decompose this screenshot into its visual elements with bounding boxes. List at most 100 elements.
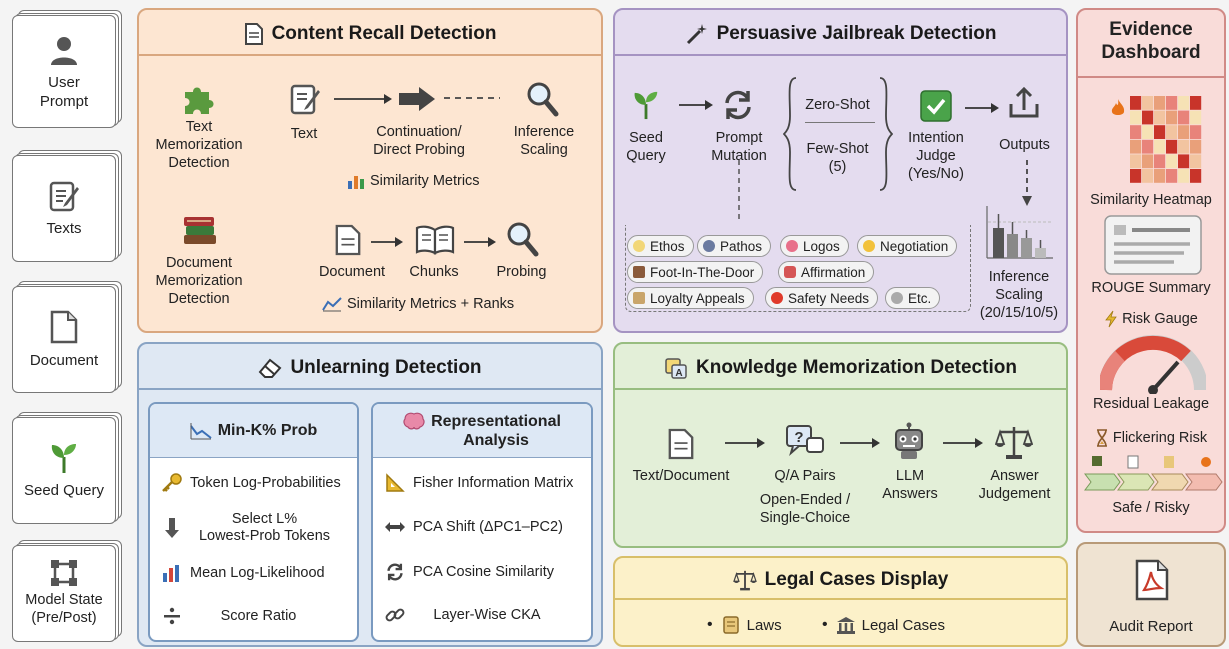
qa-format-label: Open-Ended / Single-Choice — [759, 492, 851, 526]
heatmap-cell — [1190, 169, 1202, 183]
mink-row-select-lowest: Select L% Lowest-Prob Tokens — [150, 507, 357, 549]
dashed-line — [444, 97, 500, 99]
magnifier-icon — [527, 82, 559, 117]
input-model-state: Model State (Pre/Post) — [12, 540, 122, 642]
puzzle-icon — [185, 87, 214, 114]
chip-safety-needs: Safety Needs — [765, 287, 879, 309]
open-book-icon — [415, 225, 455, 255]
document-memorization-label: Document Memorization Detection — [155, 255, 243, 307]
heatmap-cell — [1166, 125, 1178, 139]
network-nodes-icon — [51, 560, 77, 586]
heatmap-cell — [1130, 139, 1142, 154]
books-icon — [184, 217, 216, 244]
similarity-ranks-label: Similarity Metrics + Ranks — [322, 296, 514, 312]
zero-shot-label: Zero-Shot — [805, 97, 870, 113]
dashboard-title: Evidence Dashboard — [1101, 19, 1201, 63]
document-label: Document — [29, 352, 99, 369]
input-document: Document — [12, 281, 122, 393]
arrow-icon — [679, 100, 713, 110]
model-state-label: Model State (Pre/Post) — [25, 592, 103, 626]
flame-icon — [1111, 99, 1125, 115]
safe-risky-label: Safe / Risky — [1112, 500, 1190, 516]
notepad-icon — [290, 84, 320, 115]
text-node-label: Text — [290, 126, 318, 142]
heatmap-cell — [1178, 154, 1190, 169]
safe-risky-timeline — [1084, 455, 1223, 491]
heatmap-cell — [1166, 110, 1178, 125]
similarity-metrics-label: Similarity Metrics — [347, 173, 480, 189]
similarity-heatmap — [1130, 96, 1202, 183]
chunks-label: Chunks — [409, 264, 459, 280]
jailbreak-title: Persuasive Jailbreak Detection — [615, 20, 1066, 48]
brace-right — [879, 77, 893, 191]
document-icon — [50, 310, 78, 344]
heatmap-cell — [1190, 154, 1202, 169]
robot-icon — [895, 422, 923, 459]
block-arrow-icon — [399, 87, 435, 111]
rouge-summary-card — [1104, 215, 1202, 275]
dashed-down-arrow — [1022, 160, 1032, 206]
audit-report-label: Audit Report — [1109, 618, 1193, 635]
llm-answers-label: LLM Answers — [882, 468, 938, 502]
refresh-icon — [725, 90, 751, 120]
texts-label: Texts — [46, 220, 82, 237]
mink-row-score-ratio: Score Ratio — [150, 603, 357, 629]
heatmap-cell — [1178, 125, 1190, 139]
heatmap-cell — [1142, 139, 1154, 154]
heatmap-cell — [1178, 96, 1190, 110]
scales-icon — [995, 427, 1033, 459]
divide-icon — [164, 607, 180, 625]
arrow-icon — [371, 237, 403, 247]
brace-left — [783, 77, 797, 191]
text-document-label: Text/Document — [632, 468, 730, 484]
legal-cases-item: • Legal Cases — [822, 616, 945, 634]
content-recall-panel: Content Recall Detection Text Memorizati… — [137, 8, 603, 333]
heatmap-cell — [1142, 110, 1154, 125]
flickering-risk-label: Flickering Risk — [1078, 429, 1224, 447]
heatmap-cell — [1142, 96, 1154, 110]
dashed-connector — [738, 160, 740, 220]
heatmap-cell — [1130, 169, 1142, 183]
heatmap-cell — [1130, 154, 1142, 169]
legal-title: Legal Cases Display — [615, 566, 1066, 594]
heatmap-cell — [1130, 110, 1142, 125]
pdf-icon — [1135, 559, 1169, 601]
audit-report-panel: Audit Report — [1076, 542, 1226, 647]
qa-bubble-icon: ? — [786, 425, 824, 456]
heatmap-cell — [1154, 96, 1166, 110]
document-icon — [244, 23, 263, 45]
arrow-icon — [840, 438, 880, 448]
chip-foot-in-the-door: Foot-In-The-Door — [627, 261, 764, 283]
set-square-icon — [386, 473, 405, 492]
risk-gauge-label: Risk Gauge — [1078, 310, 1224, 328]
refresh-icon — [387, 563, 403, 581]
answer-judgement-label: Answer Judgement — [978, 468, 1051, 502]
input-user-prompt: User Prompt — [12, 10, 122, 128]
mink-row-mean-loglik: Mean Log-Likelihood — [150, 560, 357, 586]
heatmap-cell — [1142, 125, 1154, 139]
inference-scaling-label: Inference Scaling — [513, 124, 575, 158]
few-shot-label: Few-Shot (5) — [806, 141, 869, 175]
arrow-icon — [464, 237, 496, 247]
sprout-icon — [634, 91, 658, 120]
link-icon — [385, 608, 405, 622]
heatmap-cell — [1166, 96, 1178, 110]
down-arrow-icon — [165, 518, 179, 538]
heatmap-cell — [1178, 169, 1190, 183]
knowledge-panel: A Knowledge Memorization Detection Text/… — [613, 342, 1068, 548]
arrow-icon — [943, 438, 983, 448]
residual-leakage-label: Residual Leakage — [1092, 396, 1210, 412]
quiz-card-icon: A — [665, 358, 687, 379]
document-icon — [668, 428, 694, 460]
chip-pathos: Pathos — [697, 235, 772, 257]
evidence-dashboard-panel: Evidence Dashboard Similarity Heatmap RO… — [1076, 8, 1226, 533]
chip-etc: Etc. — [885, 287, 941, 309]
scroll-icon — [722, 616, 739, 634]
min-k-prob-box: Min-K% Prob Token Log-Probabilities Sele… — [148, 402, 359, 642]
mink-row-token-logprob: Token Log-Probabilities — [150, 470, 357, 496]
heatmap-cell — [1154, 154, 1166, 169]
laws-item: • Laws — [707, 616, 782, 634]
heatmap-cell — [1166, 154, 1178, 169]
outputs-label: Outputs — [999, 137, 1050, 153]
sprout-icon — [51, 444, 76, 473]
